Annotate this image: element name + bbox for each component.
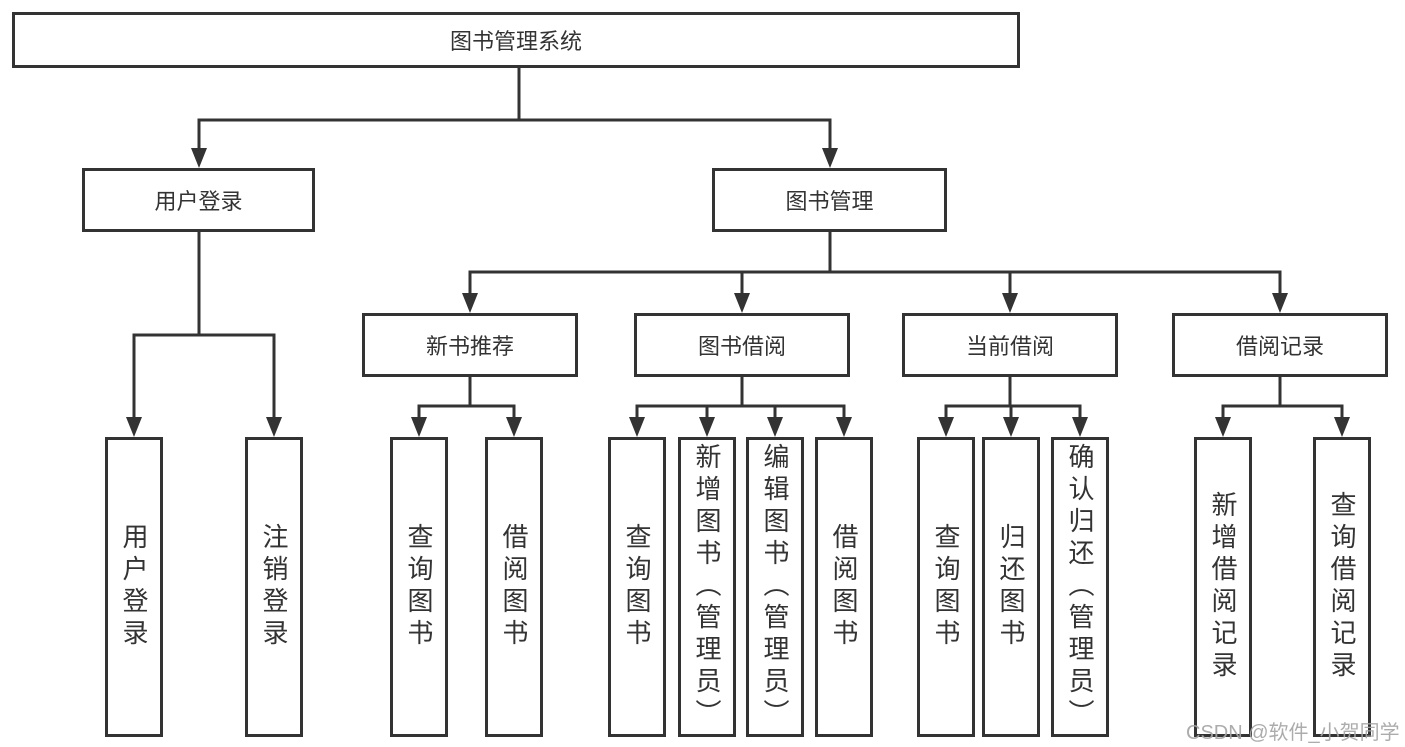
arrowhead-icon bbox=[126, 417, 142, 437]
arrowhead-icon bbox=[1334, 417, 1350, 437]
connector-book-borrow-group bbox=[629, 375, 852, 437]
arrowhead-icon bbox=[191, 148, 207, 168]
arrowhead-icon bbox=[1003, 417, 1019, 437]
node-root-system: 图书管理系统 bbox=[12, 12, 1020, 68]
leaf-query-book-borrow: 查询图书 bbox=[608, 437, 666, 737]
arrowhead-icon bbox=[836, 417, 852, 437]
leaf-query-borrow-record: 查询借阅记录 bbox=[1313, 437, 1371, 737]
leaf-logout: 注销登录 bbox=[245, 437, 303, 737]
arrowhead-icon bbox=[1272, 293, 1288, 313]
connector-user-login-group bbox=[126, 230, 282, 437]
leaf-return-book: 归还图书 bbox=[982, 437, 1040, 737]
arrowhead-icon bbox=[1072, 417, 1088, 437]
leaf-borrow-book: 借阅图书 bbox=[815, 437, 873, 737]
connector-root-to-level2 bbox=[191, 65, 838, 168]
connector-current-borrow-group bbox=[938, 375, 1088, 437]
node-borrow-record: 借阅记录 bbox=[1172, 313, 1388, 377]
arrowhead-icon bbox=[506, 417, 522, 437]
leaf-add-borrow-record: 新增借阅记录 bbox=[1194, 437, 1252, 737]
connector-borrow-record-group bbox=[1215, 375, 1350, 437]
arrowhead-icon bbox=[822, 148, 838, 168]
node-book-borrow: 图书借阅 bbox=[634, 313, 850, 377]
arrowhead-icon bbox=[1002, 293, 1018, 313]
leaf-query-book-recommend: 查询图书 bbox=[390, 437, 448, 737]
leaf-confirm-return-admin: 确认归还（管理员） bbox=[1051, 437, 1109, 737]
arrowhead-icon bbox=[1215, 417, 1231, 437]
node-current-borrow: 当前借阅 bbox=[902, 313, 1118, 377]
arrowhead-icon bbox=[938, 417, 954, 437]
arrowhead-icon bbox=[462, 293, 478, 313]
leaf-borrow-book-recommend: 借阅图书 bbox=[485, 437, 543, 737]
connector-new-book-group bbox=[411, 375, 522, 437]
leaf-add-book-admin: 新增图书（管理员） bbox=[678, 437, 736, 737]
arrowhead-icon bbox=[767, 417, 783, 437]
leaf-query-book-current: 查询图书 bbox=[917, 437, 975, 737]
arrowhead-icon bbox=[266, 417, 282, 437]
connector-book-management-to-level3 bbox=[462, 230, 1288, 313]
arrowhead-icon bbox=[699, 417, 715, 437]
leaf-user-login: 用户登录 bbox=[105, 437, 163, 737]
leaf-edit-book-admin: 编辑图书（管理员） bbox=[746, 437, 804, 737]
node-book-management: 图书管理 bbox=[712, 168, 947, 232]
node-user-login: 用户登录 bbox=[82, 168, 315, 232]
csdn-watermark: CSDN @软件_小贺同学 bbox=[1186, 722, 1400, 744]
arrowhead-icon bbox=[734, 293, 750, 313]
arrowhead-icon bbox=[629, 417, 645, 437]
arrowhead-icon bbox=[411, 417, 427, 437]
node-new-book-recommend: 新书推荐 bbox=[362, 313, 578, 377]
